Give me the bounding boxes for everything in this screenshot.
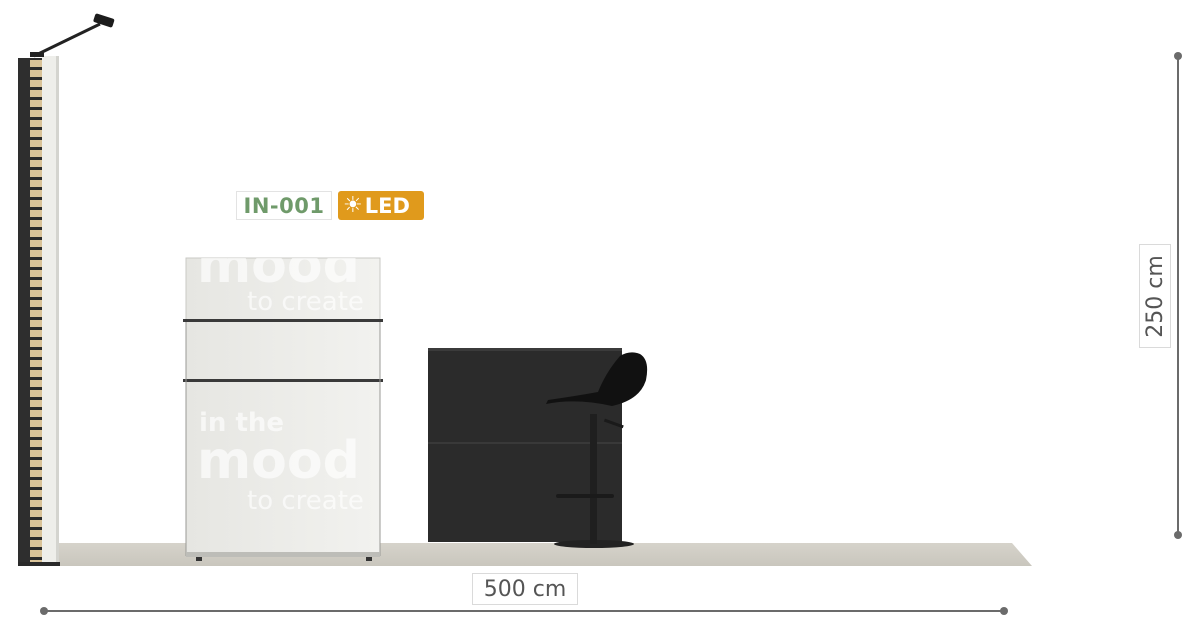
high-table xyxy=(428,348,622,542)
counter-graphic-in-the: in the xyxy=(199,408,284,438)
height-dimension-text: 250 cm xyxy=(1142,254,1168,338)
counter-graphic-mood: mood xyxy=(197,431,360,491)
slatted-back-wall xyxy=(18,56,60,566)
spotlight-icon xyxy=(30,13,115,58)
counter-graphic-create-top: to create xyxy=(247,287,364,317)
booth-floor xyxy=(18,543,1032,566)
width-dimension-line xyxy=(40,607,1008,615)
counter-graphic-mood-top: mood xyxy=(197,235,360,295)
product-code: IN-001 xyxy=(243,193,325,218)
bar-stool-icon xyxy=(546,352,648,548)
sun-icon: ☀ xyxy=(343,193,363,218)
counter-graphic-create: to create xyxy=(247,486,364,516)
height-dimension-label: 250 cm xyxy=(1139,244,1171,348)
height-dimension-line xyxy=(1174,52,1182,539)
led-feature-badge: ☀ LED xyxy=(338,191,424,220)
width-dimension-text: 500 cm xyxy=(483,576,567,602)
width-dimension-label: 500 cm xyxy=(472,573,578,605)
info-counter: mood to create in the mood to create xyxy=(183,235,383,561)
led-feature-label: LED xyxy=(364,193,410,218)
product-code-badge: IN-001 xyxy=(236,191,332,220)
